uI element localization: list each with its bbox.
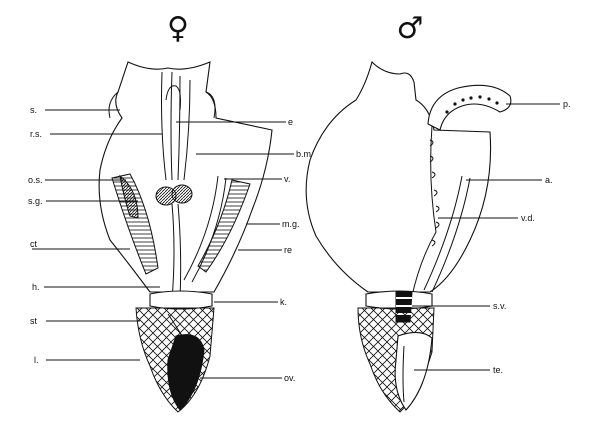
male-specimen: [306, 62, 511, 412]
label-a: a.: [545, 175, 553, 185]
label-re: re: [284, 245, 292, 255]
female-symbol: ♀: [167, 11, 189, 46]
label-sv: s.v.: [493, 301, 506, 311]
label-mg: m.g.: [282, 219, 300, 229]
label-ct: ct: [30, 239, 38, 249]
label-e: e: [288, 117, 293, 127]
testis: [395, 332, 432, 410]
salivary-gland: [156, 185, 192, 205]
label-s: s.: [30, 105, 37, 115]
label-v: v.: [284, 174, 290, 184]
label-te: te.: [493, 365, 503, 375]
label-vd: v.d.: [521, 213, 535, 223]
label-k: k.: [280, 297, 287, 307]
male-symbol: ♂: [397, 11, 424, 46]
label-st: st: [30, 316, 38, 326]
penis: [428, 85, 511, 130]
label-h: h.: [32, 282, 40, 292]
label-rs: r.s.: [30, 129, 42, 139]
ovary: [168, 335, 204, 410]
label-ov: ov.: [284, 373, 295, 383]
label-os: o.s.: [28, 175, 43, 185]
female-collar: [150, 291, 212, 309]
label-l: l.: [34, 355, 39, 365]
male-labels: p. a. v.d. s.v. te.: [493, 99, 571, 375]
label-p: p.: [563, 99, 571, 109]
label-sg: s.g.: [28, 196, 43, 206]
